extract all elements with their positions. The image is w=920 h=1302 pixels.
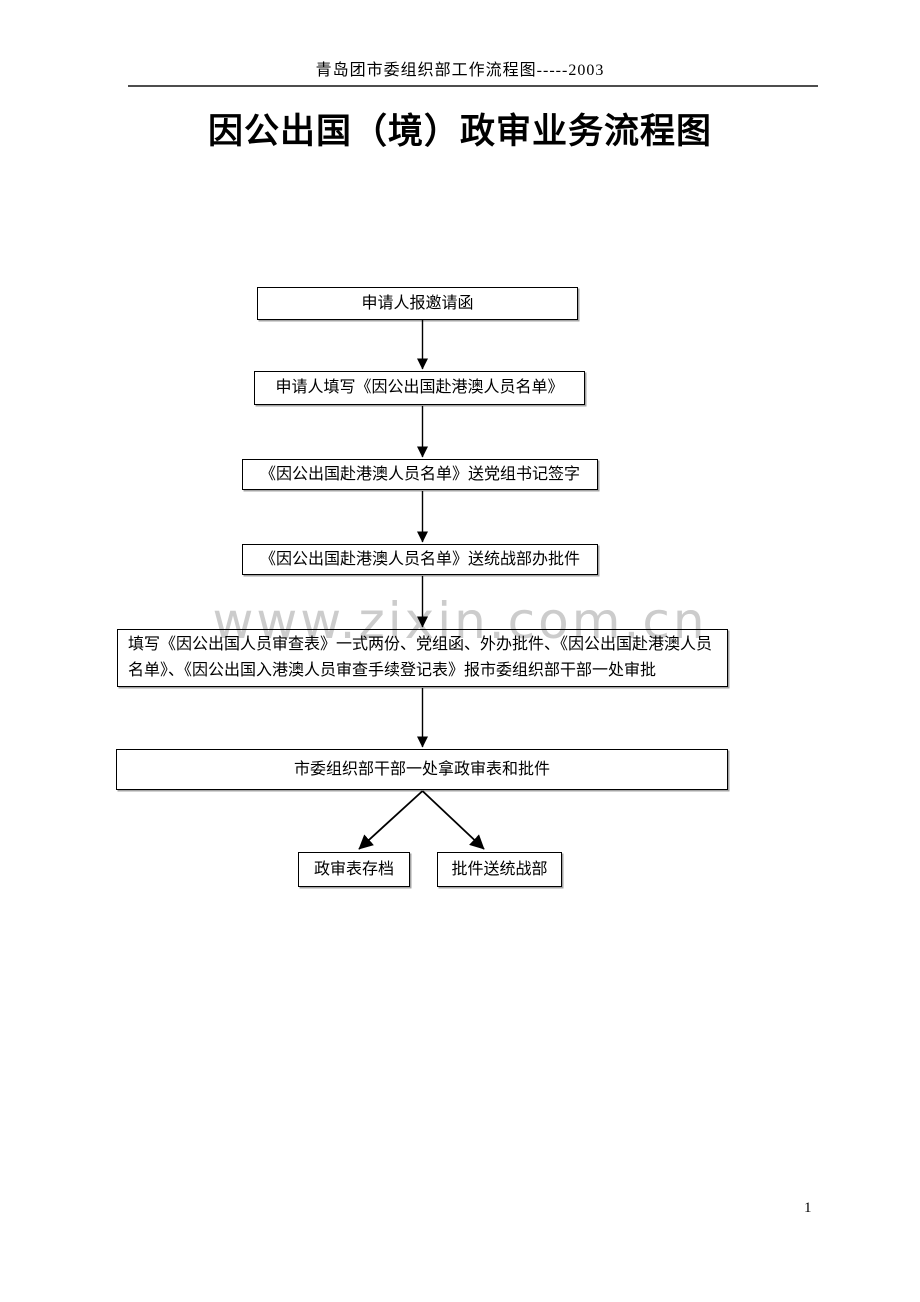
- flow-node-archive-review-form: 政审表存档: [298, 852, 410, 887]
- flow-node-secretary-signature: 《因公出国赴港澳人员名单》送党组书记签字: [242, 459, 598, 490]
- page-title: 因公出国（境）政审业务流程图: [207, 112, 712, 151]
- header-text: 青岛团市委组织部工作流程图-----2003: [315, 62, 605, 79]
- header-rule: [128, 85, 818, 87]
- watermark: www.zixin.com.cn: [212, 592, 708, 650]
- flow-node-send-approval-doc: 批件送统战部: [437, 852, 562, 887]
- flow-node-fill-namelist: 申请人填写《因公出国赴港澳人员名单》: [254, 371, 585, 405]
- page-number: 1: [804, 1200, 812, 1216]
- flow-node-submit-review-forms: 填写《因公出国人员审查表》一式两份、党组函、外办批件、《因公出国赴港澳人员名单》…: [117, 629, 728, 687]
- flow-node-pickup-approval: 市委组织部干部一处拿政审表和批件: [116, 749, 728, 790]
- flow-node-united-front-approval: 《因公出国赴港澳人员名单》送统战部办批件: [242, 544, 598, 575]
- flow-node-report-invitation: 申请人报邀请函: [257, 287, 578, 320]
